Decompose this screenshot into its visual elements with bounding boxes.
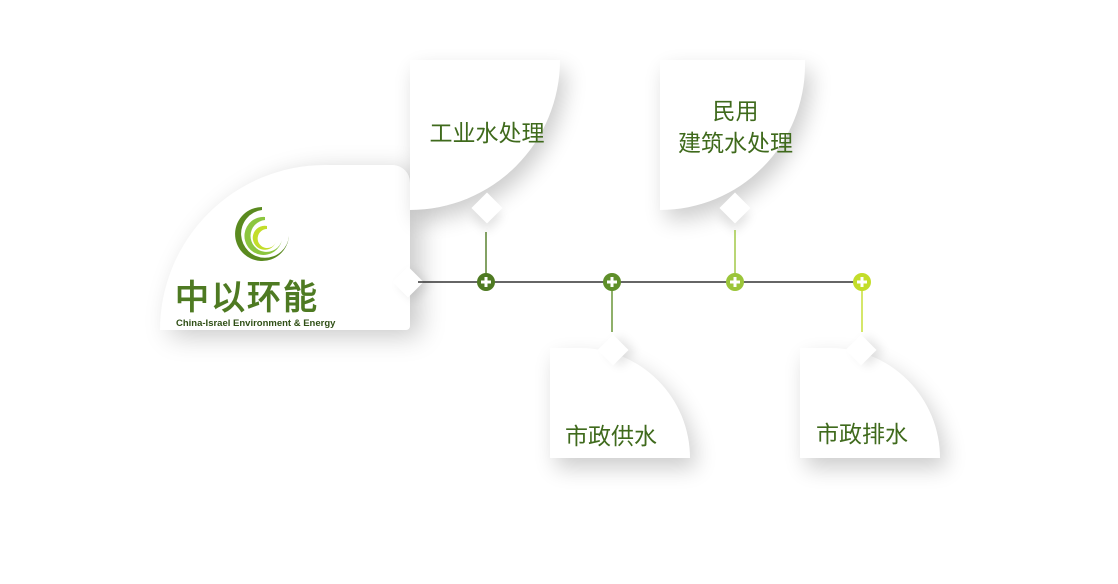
node-civil-building[interactable] — [726, 273, 744, 291]
node-municipal-supply[interactable] — [603, 273, 621, 291]
crescent-rings-icon — [235, 207, 289, 261]
logo-name-en: China-Israel Environment & Energy — [176, 318, 336, 329]
label-municipal-drainage: 市政排水 — [816, 422, 908, 448]
label-civil-building-water: 民用 建筑水处理 — [663, 96, 808, 160]
label-municipal-supply: 市政供水 — [565, 424, 657, 450]
node-municipal-drainage[interactable] — [853, 273, 871, 291]
label-civil-line-1: 民用 — [712, 99, 759, 125]
label-civil-line-2: 建筑水处理 — [678, 131, 793, 157]
company-logo: 中以环能 China-Israel Environment & Energy — [172, 204, 362, 332]
logo-name-cn: 中以环能 — [175, 278, 319, 318]
label-industrial-water: 工业水处理 — [429, 121, 545, 147]
node-industrial[interactable] — [477, 273, 495, 291]
